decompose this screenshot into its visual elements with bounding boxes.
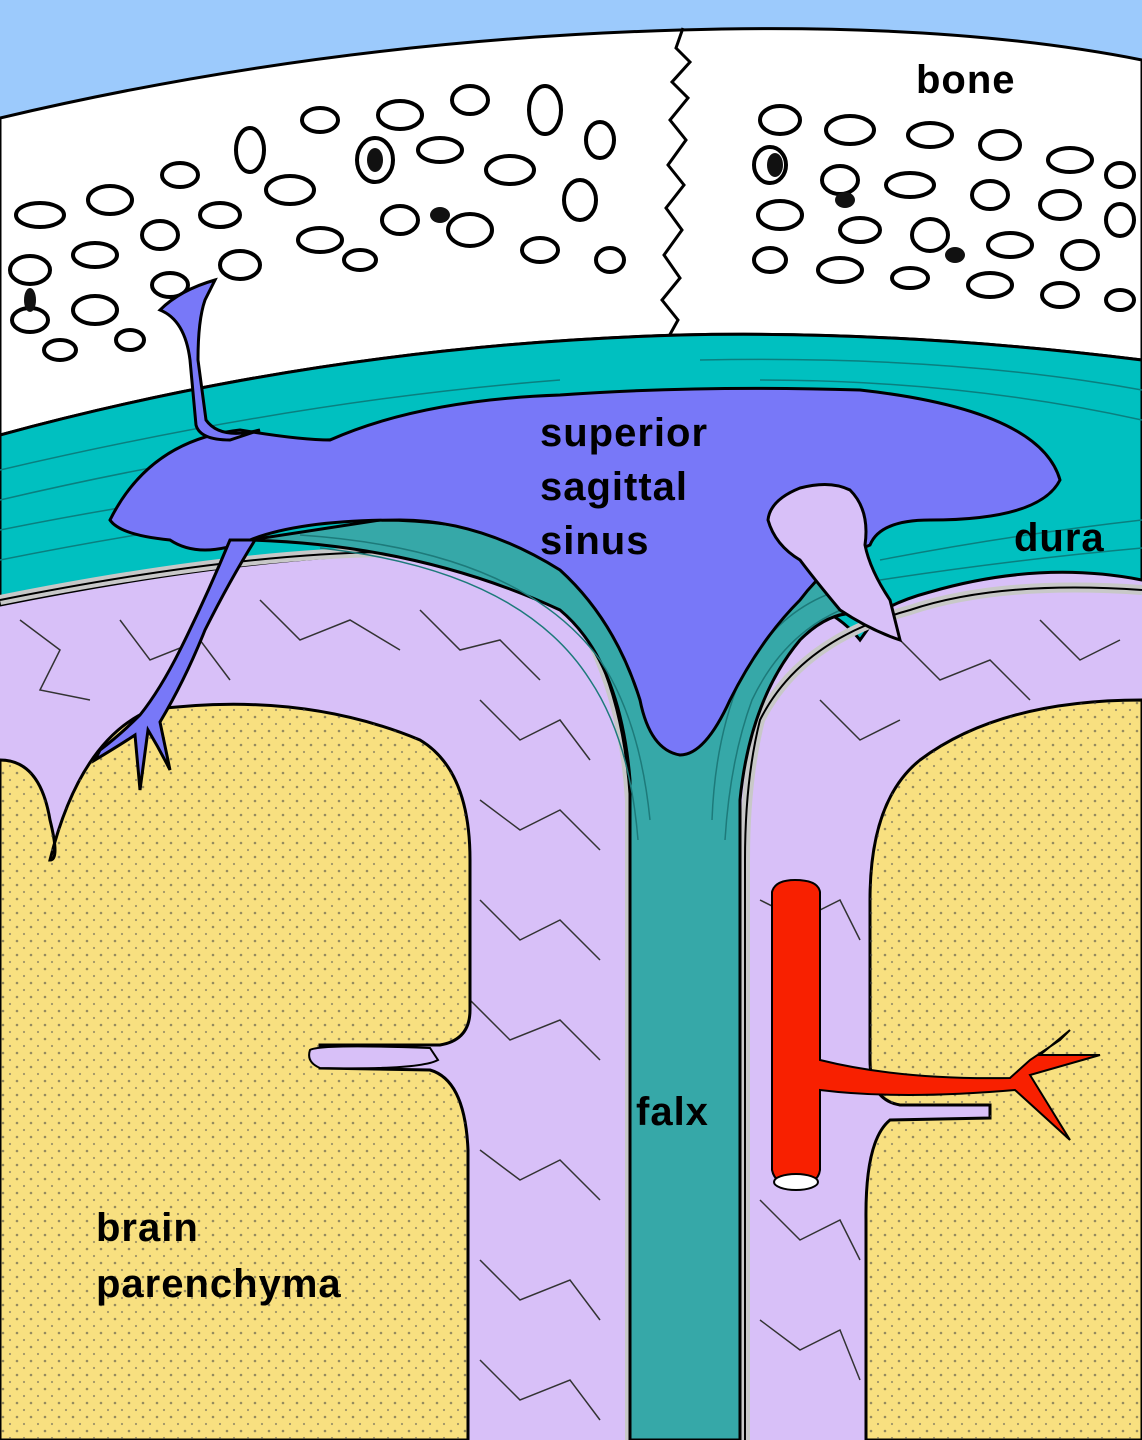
label-sinus-line1: superior [540,406,708,460]
brain-parenchyma-left-dots [0,704,470,1440]
label-superior-sagittal-sinus: superior sagittal sinus [540,406,708,568]
label-brain-line1: brain [96,1200,342,1256]
label-sinus-line3: sinus [540,514,708,568]
label-falx: falx [636,1090,709,1135]
sulcus-notch [309,1046,438,1068]
label-sinus-line2: sagittal [540,460,708,514]
label-brain-parenchyma: brain parenchyma [96,1200,342,1312]
label-brain-line2: parenchyma [96,1256,342,1312]
label-dura: dura [1014,516,1105,561]
artery-cut-end [774,1174,818,1190]
brain-parenchyma-right-dots [866,700,1142,1440]
label-bone: bone [916,58,1016,103]
